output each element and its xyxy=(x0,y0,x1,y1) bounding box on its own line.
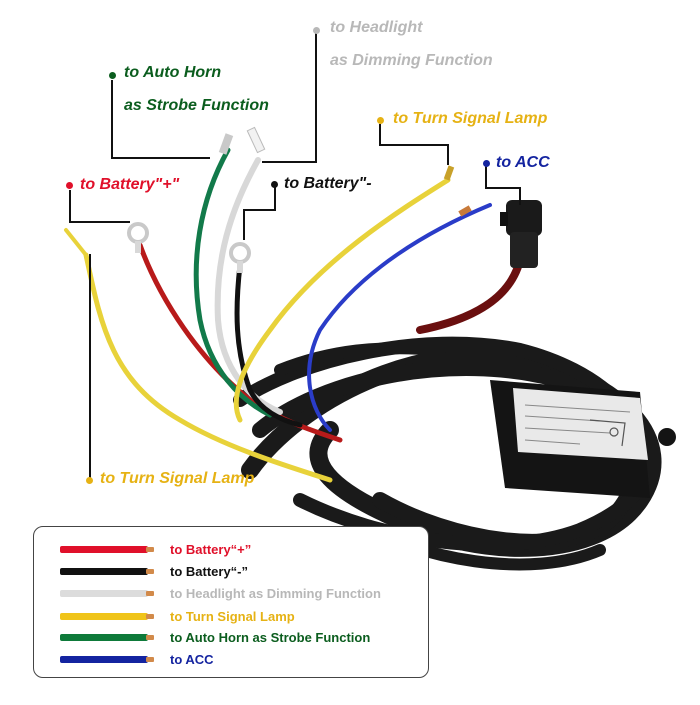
legend-label: to Turn Signal Lamp xyxy=(170,609,295,624)
connector-lead xyxy=(416,256,524,334)
turn-signal-top-label: to Turn Signal Lamp xyxy=(393,110,548,127)
legend-row-battery-plus: to Battery“+” xyxy=(34,541,428,561)
legend-wire-tip xyxy=(146,657,154,662)
green-wire xyxy=(193,147,273,418)
horn-dot xyxy=(109,72,116,79)
legend-swatch-green xyxy=(60,634,148,641)
turn-signal-top-dot xyxy=(377,117,384,124)
yellow-wire-left xyxy=(83,252,333,483)
legend-swatch-yellow xyxy=(60,613,148,620)
legend-wire-tip xyxy=(146,591,154,596)
horn-label-line1: to Auto Horn xyxy=(124,64,222,81)
legend-swatch-blue xyxy=(60,656,148,663)
legend-wire-tip xyxy=(146,635,154,640)
legend-label: to Battery“-” xyxy=(170,564,249,579)
legend-swatch-black xyxy=(60,568,148,575)
legend-row-battery-minus: to Battery“-” xyxy=(34,563,428,583)
yellow-wire-right xyxy=(233,177,451,423)
legend-wire-tip xyxy=(146,569,154,574)
acc-connector xyxy=(500,200,542,268)
legend-row-auto-horn: to Auto Horn as Strobe Function xyxy=(34,629,428,649)
battery-minus-label: to Battery"- xyxy=(284,175,372,192)
legend-wire-tip xyxy=(146,614,154,619)
ring-terminal-battery-minus xyxy=(229,242,251,273)
blue-wire xyxy=(307,203,492,432)
headlight-label-line1: to Headlight xyxy=(330,19,423,36)
turn-signal-bottom-label: to Turn Signal Lamp xyxy=(100,470,255,487)
acc-dot xyxy=(483,160,490,167)
legend-swatch-red xyxy=(60,546,148,553)
ring-terminal-battery-plus xyxy=(127,222,149,253)
headlight-dot xyxy=(313,27,320,34)
wires xyxy=(64,147,524,483)
legend-swatch-white xyxy=(60,590,148,597)
horn-label-line2: as Strobe Function xyxy=(124,97,269,114)
legend-label: to ACC xyxy=(170,652,214,667)
acc-label: to ACC xyxy=(496,154,550,171)
legend-wire-tip xyxy=(146,547,154,552)
black-wire xyxy=(234,262,303,428)
legend-row-headlight: to Headlight as Dimming Function xyxy=(34,585,428,605)
headlight-label-line2: as Dimming Function xyxy=(330,52,493,69)
wire-color-legend: to Battery“+” to Battery“-” to Headlight… xyxy=(33,526,429,678)
legend-row-acc: to ACC xyxy=(34,651,428,671)
control-module xyxy=(490,380,676,498)
leader-lines xyxy=(69,32,521,480)
legend-row-turn-signal: to Turn Signal Lamp xyxy=(34,608,428,628)
battery-plus-dot xyxy=(66,182,73,189)
battery-plus-label: to Battery"+" xyxy=(80,176,180,193)
legend-label: to Headlight as Dimming Function xyxy=(170,586,381,601)
legend-label: to Battery“+” xyxy=(170,542,252,557)
white-wire xyxy=(214,157,283,415)
legend-label: to Auto Horn as Strobe Function xyxy=(170,630,371,645)
battery-minus-dot xyxy=(271,181,278,188)
turn-signal-bottom-dot xyxy=(86,477,93,484)
